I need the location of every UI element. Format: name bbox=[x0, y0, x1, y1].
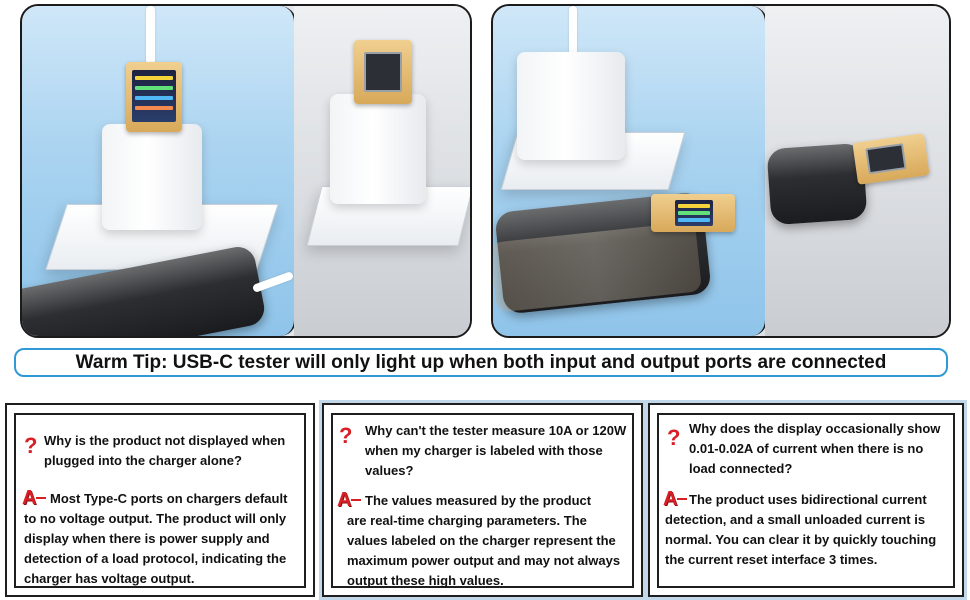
answer-a-icon: A bbox=[22, 487, 47, 509]
faq-card-1: ? Why is the product not displayed when … bbox=[5, 403, 315, 597]
faq-question: Why does the display occasionally show 0… bbox=[689, 421, 941, 476]
faq-answer: to no voltage output. The product will o… bbox=[24, 511, 287, 586]
faq-card-frame: ? Why is the product not displayed when … bbox=[14, 413, 306, 588]
photo-panel-right bbox=[491, 4, 951, 338]
tester-screen-lit bbox=[132, 70, 176, 122]
cable bbox=[569, 6, 577, 58]
faq-answer: are real-time charging parameters. The v… bbox=[347, 513, 621, 588]
scene-charger-with-phone bbox=[22, 6, 296, 336]
cable bbox=[146, 6, 155, 66]
question-mark-icon: ? bbox=[667, 425, 681, 450]
answer-a-icon: A bbox=[337, 489, 362, 511]
charger bbox=[102, 124, 202, 230]
faq-answer-lead: Most Type-C ports on chargers default bbox=[50, 491, 288, 506]
faq-question: Why is the product not displayed when pl… bbox=[44, 433, 286, 468]
usb-tester bbox=[354, 40, 412, 104]
faq-card-3: ? Why does the display occasionally show… bbox=[648, 403, 964, 597]
tester-screen-lit bbox=[675, 200, 713, 226]
charger bbox=[330, 94, 426, 204]
faq-answer-lead: The values measured by the product bbox=[365, 493, 592, 508]
faq-question: Why can't the tester measure 10A or 120W… bbox=[365, 423, 627, 478]
faq-answer: detection, and a small unloaded current … bbox=[665, 512, 937, 567]
faq-card-frame: ? Why can't the tester measure 10A or 12… bbox=[331, 413, 634, 588]
warm-tip-banner: Warm Tip: USB-C tester will only light u… bbox=[14, 348, 948, 377]
tester-screen-off bbox=[364, 52, 402, 92]
charger bbox=[517, 52, 625, 160]
usb-tester bbox=[852, 133, 930, 185]
scene-charger-alone bbox=[294, 6, 470, 336]
faq-card-frame: ? Why does the display occasionally show… bbox=[657, 413, 955, 588]
tester-screen-off bbox=[865, 143, 907, 175]
question-mark-icon: ? bbox=[339, 423, 353, 448]
photo-panel-left bbox=[20, 4, 472, 338]
question-mark-icon: ? bbox=[24, 433, 38, 458]
scene-tester-phone-only bbox=[765, 6, 949, 336]
phone-cable bbox=[251, 271, 295, 293]
phone bbox=[766, 142, 868, 226]
faq-answer-lead: The product uses bidirectional current bbox=[689, 492, 927, 507]
usb-tester bbox=[126, 62, 182, 132]
answer-a-icon: A bbox=[663, 488, 688, 510]
faq-card-2: ? Why can't the tester measure 10A or 12… bbox=[322, 403, 643, 597]
scene-tester-connected bbox=[493, 6, 767, 336]
usb-tester bbox=[651, 194, 735, 232]
